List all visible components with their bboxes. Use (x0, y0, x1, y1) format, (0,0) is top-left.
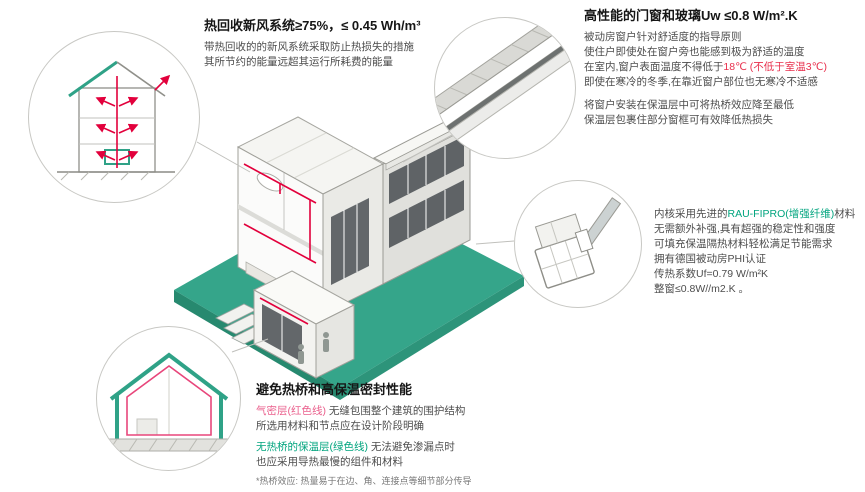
insulation-detail-circle (96, 326, 241, 471)
windows-body-line: 即使在寒冷的冬季,在靠近窗户部位也无寒冷不适感 (584, 76, 818, 88)
foundation (104, 438, 234, 452)
airflow-arrows (95, 74, 171, 168)
windows-temp-highlight: 18℃ (不低于室温3℃) (723, 61, 827, 73)
airtight-layer-text: 无缝包围整个建筑的围护结构 (326, 405, 466, 417)
windows-temp-line: 在室内,窗户表面温度不得低于18℃ (不低于室温3℃) (584, 60, 862, 75)
ventilation-callout: 热回收新风系统≥75%，≤ 0.45 Wh/m³ 带热回收的的新风系统采取防止热… (204, 18, 514, 70)
window-profile-drawing (534, 197, 622, 289)
glass-door (331, 198, 369, 285)
profile-detail-circle (514, 180, 642, 308)
thermal-bridge-footnote: *热桥效应: 热量易于在边、角、连接点等细节部分传导 (256, 476, 472, 486)
people-figures (298, 332, 329, 364)
profile-stat-line: 整窗≤0.8W//m2.K 。 (654, 283, 750, 295)
profile-stat-line: 传热系数Uf=0.79 W/m²K (654, 268, 769, 280)
insulation-airtight-line: 气密层(红色线) 无缝包围整个建筑的围护结构 (256, 404, 576, 419)
ground-hatch (60, 171, 150, 181)
house-left-volume (236, 116, 385, 315)
building-section (57, 60, 175, 181)
insulated-roof-line (68, 60, 118, 98)
ventilation-title: 热回收新风系统≥75%，≤ 0.45 Wh/m³ (204, 18, 421, 33)
window-detail-circle (434, 17, 576, 159)
windows-temp-prefix: 在室内,窗户表面温度不得低于 (584, 61, 724, 73)
airtight-layer-red (126, 365, 212, 436)
insulation-title: 避免热桥和高保温密封性能 (256, 382, 413, 397)
ventilation-detail-circle (28, 31, 200, 203)
thermal-layer-text: 无法避免渗漏点时 (368, 441, 455, 453)
profile-line-prefix: 内核采用先进的 (654, 208, 728, 220)
insulation-body-line: 也应采用导热最慢的组件和材料 (256, 456, 403, 468)
profile-line-suffix: 材料 (834, 208, 856, 220)
windows-callout: 高性能的门窗和玻璃Uw ≤0.8 W/m².K 被动房窗户针对舒适度的指导原则 … (584, 8, 862, 128)
windows-body-line: 使住户即使处在窗户旁也能感到极为舒适的温度 (584, 46, 805, 58)
profile-brand-name: RAU-FIPRO(增强纤维) (727, 208, 835, 220)
insulation-body-line: 所选用材料和节点应在设计阶段明确 (256, 420, 424, 432)
insulation-layer-green (109, 352, 229, 439)
windows-body-line: 保温层包裹住部分窗框可有效降低热损失 (584, 114, 773, 126)
windows-body-line: 被动房窗户针对舒适度的指导原则 (584, 31, 742, 43)
ventilation-ducts (243, 163, 317, 325)
insulated-envelope-drawing (104, 352, 234, 452)
interior-furniture (136, 418, 158, 436)
profile-material-line: 内核采用先进的RAU-FIPRO(增强纤维)材料 (654, 207, 864, 222)
profile-body-line: 拥有德国被动房PHI认证 (654, 253, 767, 265)
profile-section (534, 197, 622, 289)
ventilation-body-line: 其所节约的能量远超其运行所耗费的能量 (204, 56, 393, 68)
profile-callout: 内核采用先进的RAU-FIPRO(增强纤维)材料 无需额外补强,具有超强的稳定性… (654, 207, 864, 297)
bathtub (256, 172, 284, 192)
ventilation-body-line: 带热回收的的新风系统采取防止热损失的措施 (204, 41, 414, 53)
airtight-layer-label: 气密层(红色线) (256, 405, 326, 417)
ventilation-section-drawing (57, 60, 175, 181)
windows-title: 高性能的门窗和玻璃Uw ≤0.8 W/m².K (584, 8, 798, 23)
house-annex (252, 270, 356, 379)
profile-body-line: 可填充保温隔热材料轻松满足节能需求 (654, 238, 833, 250)
window-corner-drawing (435, 18, 575, 150)
profile-body-line: 无需额外补强,具有超强的稳定性和强度 (654, 223, 836, 235)
thermal-layer-label: 无热桥的保温层(绿色线) (256, 441, 368, 453)
insulation-thermal-line: 无热桥的保温层(绿色线) 无法避免渗漏点时 (256, 440, 576, 455)
windows-body-line: 将窗户安装在保温层中可将热桥效应降至最低 (584, 99, 794, 111)
window-wall-layers (435, 18, 575, 150)
insulation-callout: 避免热桥和高保温密封性能 气密层(红色线) 无缝包围整个建筑的围护结构 所选用材… (256, 382, 576, 487)
